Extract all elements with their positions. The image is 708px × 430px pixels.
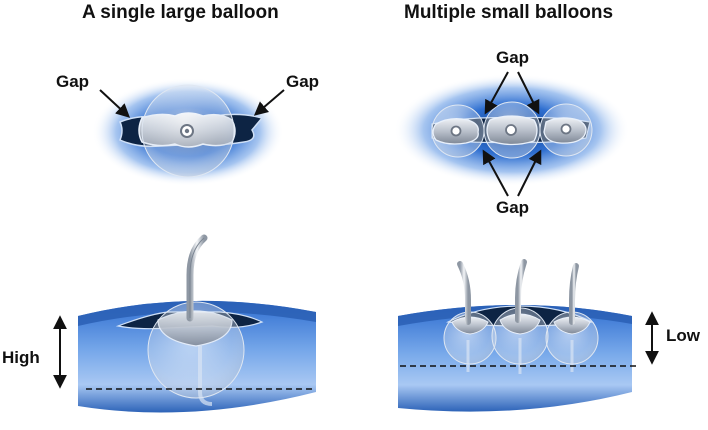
title-single-large-balloon: A single large balloon <box>82 2 279 23</box>
catheter-tube-outline <box>189 237 205 318</box>
catheter-tube <box>457 261 471 325</box>
gap-label-left: Gap <box>56 72 90 91</box>
gap-label-right: Gap <box>286 72 320 91</box>
tissue-top-surface <box>78 300 316 326</box>
high-label: High <box>2 348 40 367</box>
catheter-tube <box>569 263 579 325</box>
multi-balloon-side-view <box>398 259 640 412</box>
single-balloon-side-view <box>78 234 316 413</box>
catheter-tip <box>198 346 213 406</box>
gap-arrows <box>99 71 542 197</box>
title-multiple-small-balloons: Multiple small balloons <box>404 2 614 23</box>
single-balloon-cross-section <box>92 78 284 186</box>
multi-balloon-cross-section <box>394 74 630 186</box>
catheter-tube <box>515 259 527 323</box>
low-label: Low <box>666 326 700 345</box>
gap-label-lower: Gap <box>496 198 530 217</box>
gap-label-upper: Gap <box>496 48 530 67</box>
